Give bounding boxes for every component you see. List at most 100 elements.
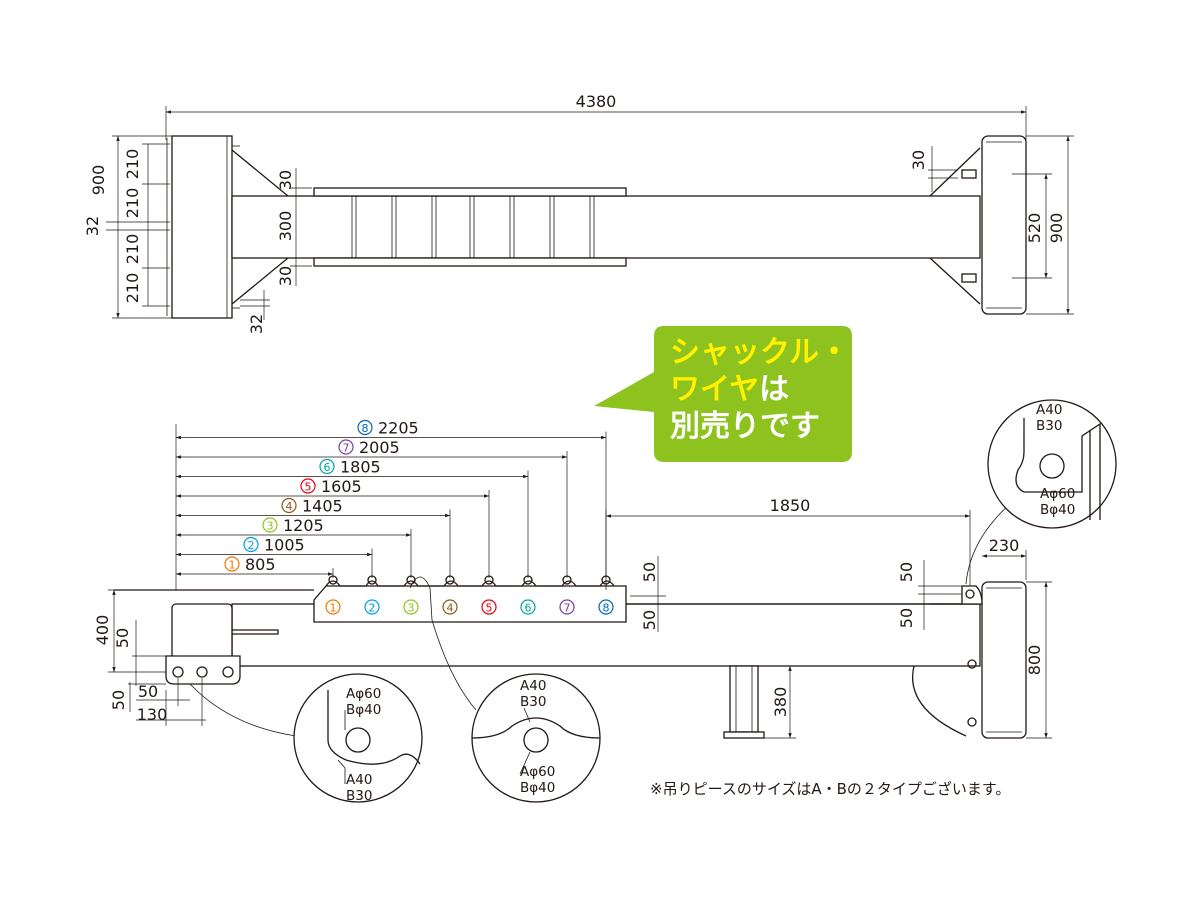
left-b-outer: Bφ40 [346, 702, 381, 718]
detail-middle: A40 B30 Aφ60 Bφ40 [471, 673, 601, 803]
dim-300: 300 [276, 211, 295, 242]
dim-50-right-b: 50 [897, 608, 916, 628]
hook-marker-number: 7 [564, 602, 571, 615]
hook-marker: 4 [442, 599, 458, 615]
hook-marker-number: 8 [603, 602, 610, 615]
dim-50-mid-a: 50 [640, 562, 659, 582]
dim-50-bottom: 50 [138, 682, 158, 701]
hook-dim-number: 6 [324, 461, 331, 474]
hook-dim-value: 1405 [302, 497, 343, 516]
hook-marker-number: 5 [486, 602, 493, 615]
hook-marker: 6 [520, 599, 536, 615]
hook-dim-number: 7 [343, 442, 350, 455]
hook-dim-label: 6 1805 [319, 458, 381, 477]
hook-marker-number: 1 [330, 602, 337, 615]
right-a-outer: Aφ60 [1040, 486, 1075, 502]
hook-marker: 8 [598, 599, 614, 615]
dim-900-right: 900 [1047, 213, 1066, 244]
hook-dim-value: 1205 [283, 516, 324, 535]
hook-dim-value: 2005 [359, 438, 400, 457]
dim-4380: 4380 [576, 92, 617, 111]
dim-50-mid-b: 50 [640, 610, 659, 630]
callout-line-2-tail: は [759, 372, 789, 407]
hook-labels: 1 2 3 4 5 6 7 8 [325, 599, 614, 615]
callout-line-3: 別売りです [670, 409, 820, 444]
right-end-block-side [981, 581, 1027, 739]
dim-900-left: 900 [89, 165, 108, 196]
dim-520: 520 [1025, 213, 1044, 244]
right-a-inner: A40 [1036, 402, 1062, 418]
dim-32-left: 32 [83, 216, 102, 236]
hook-marker-number: 4 [447, 602, 454, 615]
callout-line-2: ワイヤは [670, 372, 789, 407]
hook-dim-label: 8 2205 [357, 419, 419, 438]
left-end-block-side [171, 603, 233, 663]
right-end-block [981, 135, 1027, 315]
dim-50-right-a: 50 [897, 562, 916, 582]
dim-30-top: 30 [276, 170, 295, 190]
dim-30-right: 30 [909, 150, 928, 170]
hook-dim-number: 1 [229, 559, 236, 572]
hook-dim-number: 5 [305, 481, 312, 494]
dim-130: 130 [137, 705, 168, 724]
dim-50-bottom-left: 50 [109, 690, 128, 710]
mid-a-outer: Aφ60 [520, 764, 555, 780]
hook-dim-number: 2 [248, 539, 255, 552]
hook-marker: 3 [403, 599, 419, 615]
dim-210-c: 210 [123, 234, 142, 265]
hook-dim-label: 3 1205 [262, 516, 324, 535]
hook-dim-label: 7 2005 [338, 438, 400, 457]
hook-dim-value: 2205 [378, 419, 419, 438]
hook-dim-value: 1605 [321, 477, 362, 496]
dim-800: 800 [1025, 645, 1044, 676]
hook-marker: 2 [364, 599, 380, 615]
hook-marker-number: 6 [525, 602, 532, 615]
hook-holes [328, 575, 611, 585]
hook-dim-label: 2 1005 [243, 536, 305, 555]
hook-dim-value: 1805 [340, 458, 381, 477]
dim-32-bottom: 32 [247, 314, 266, 334]
callout-line-2-highlight: ワイヤ [670, 372, 759, 407]
left-a-inner: A40 [346, 772, 372, 788]
hook-marker-number: 3 [408, 602, 415, 615]
dim-50-left: 50 [113, 628, 132, 648]
hook-marker: 1 [325, 599, 341, 615]
detail-right: A40 B30 Aφ60 Bφ40 [987, 399, 1117, 529]
right-b-inner: B30 [1036, 418, 1062, 434]
dim-210-d: 210 [123, 273, 142, 304]
dim-230: 230 [989, 536, 1020, 555]
hook-dim-number: 3 [267, 520, 274, 533]
dim-210-b: 210 [123, 188, 142, 219]
hook-plate [313, 580, 627, 623]
mid-b-outer: Bφ40 [520, 780, 555, 796]
hook-dim-label: 5 1605 [300, 477, 362, 496]
callout-bubble: シャックル・ ワイヤは 別売りです [594, 326, 852, 462]
dim-30-bottom: 30 [276, 266, 295, 286]
dim-400: 400 [93, 615, 112, 646]
note-text: ※吊りピースのサイズはA・Bの２タイプございます。 [650, 780, 1010, 798]
hook-marker-number: 2 [369, 602, 376, 615]
main-beam-top [231, 195, 981, 259]
callout-line-1: シャックル・ [670, 335, 849, 370]
detail-left: Aφ60 Bφ40 A40 B30 [293, 673, 423, 804]
right-b-outer: Bφ40 [1040, 502, 1075, 518]
hook-marker: 7 [559, 599, 575, 615]
hook-marker: 5 [481, 599, 497, 615]
mid-b-inner: B30 [520, 694, 546, 710]
hook-dim-label: 4 1405 [281, 497, 343, 516]
left-b-inner: B30 [346, 788, 372, 804]
dim-210-a: 210 [123, 149, 142, 180]
mid-a-inner: A40 [520, 678, 546, 694]
left-end-block [171, 135, 233, 319]
hook-dim-value: 805 [245, 555, 276, 574]
hook-dim-value: 1005 [264, 536, 305, 555]
top-view: 4380 [83, 92, 1074, 334]
dim-1850: 1850 [770, 496, 811, 515]
left-a-outer: Aφ60 [346, 686, 381, 702]
hook-dim-number: 4 [286, 500, 293, 513]
hook-dim-number: 8 [362, 422, 369, 435]
